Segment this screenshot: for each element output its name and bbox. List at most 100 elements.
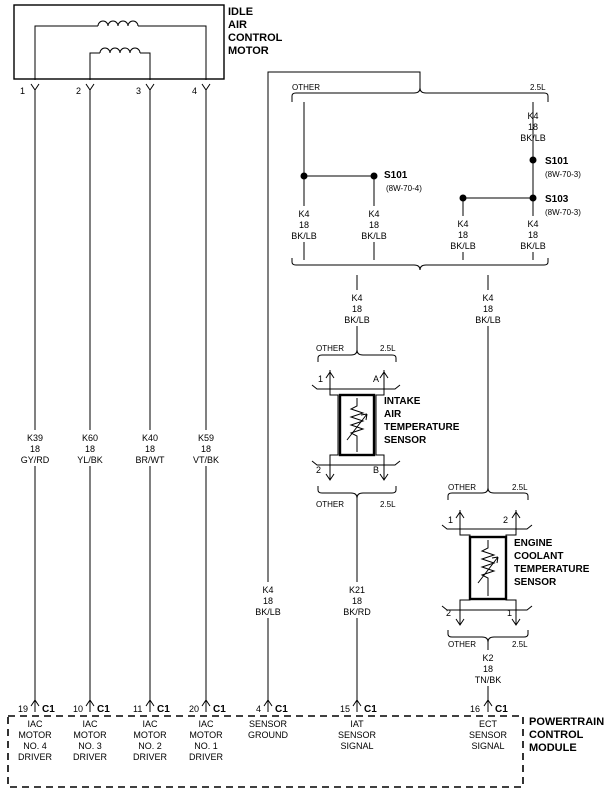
svg-text:IAC: IAC [27, 719, 43, 729]
svg-text:OTHER: OTHER [448, 640, 476, 649]
svg-text:K39: K39 [27, 433, 43, 443]
svg-text:OTHER: OTHER [316, 500, 344, 509]
svg-text:OTHER: OTHER [292, 83, 320, 92]
splice-s101-right: S101 (8W-70-3) [529, 156, 581, 179]
svg-text:S103: S103 [545, 194, 569, 205]
svg-text:A: A [373, 374, 379, 384]
svg-text:TEMPERATURE: TEMPERATURE [384, 422, 460, 433]
svg-text:(8W-70-4): (8W-70-4) [386, 184, 422, 193]
svg-text:18: 18 [201, 444, 211, 454]
svg-text:18: 18 [483, 304, 493, 314]
svg-text:K4: K4 [351, 293, 362, 303]
svg-text:3: 3 [136, 86, 141, 96]
iac-pin-2: 2 [76, 83, 95, 700]
pcm-pin-10: 10 C1 IAC MOTOR NO. 3 DRIVER [73, 699, 110, 762]
svg-text:C1: C1 [364, 704, 377, 715]
iac-pin-4: 4 [192, 83, 211, 700]
svg-text:COOLANT: COOLANT [514, 551, 563, 562]
svg-text:SENSOR: SENSOR [469, 730, 508, 740]
svg-text:18: 18 [458, 230, 468, 240]
svg-text:YL/BK: YL/BK [77, 455, 103, 465]
svg-text:NO. 3: NO. 3 [78, 741, 102, 751]
pcm-pin-19: 19 C1 IAC MOTOR NO. 4 DRIVER [18, 699, 55, 762]
svg-text:4: 4 [192, 86, 197, 96]
svg-text:ECT: ECT [479, 719, 498, 729]
k4-branch-labels: K4 18 BK/LB K4 18 BK/LB K4 18 BK/LB K4 1… [290, 206, 547, 252]
svg-text:SENSOR: SENSOR [514, 577, 557, 588]
svg-text:2.5L: 2.5L [530, 83, 546, 92]
svg-text:S101: S101 [545, 156, 569, 167]
iac-pin-1: 1 [20, 83, 40, 700]
svg-text:VT/BK: VT/BK [193, 455, 219, 465]
svg-text:K60: K60 [82, 433, 98, 443]
merge-bracket [291, 258, 549, 271]
wire-label-k39: K39 18 GY/RD [21, 430, 50, 466]
top-wire-circuit: K4 [527, 111, 538, 121]
svg-text:DRIVER: DRIVER [133, 752, 168, 762]
svg-text:1: 1 [448, 515, 453, 525]
svg-text:C1: C1 [97, 704, 110, 715]
svg-text:K40: K40 [142, 433, 158, 443]
svg-text:K21: K21 [349, 585, 365, 595]
top-wire-color: BK/LB [520, 133, 546, 143]
svg-text:BK/LB: BK/LB [520, 241, 546, 251]
svg-text:K59: K59 [198, 433, 214, 443]
svg-text:MOTOR: MOTOR [18, 730, 52, 740]
svg-text:GY/RD: GY/RD [21, 455, 50, 465]
svg-text:TEMPERATURE: TEMPERATURE [514, 564, 590, 575]
svg-text:16: 16 [470, 704, 480, 714]
svg-text:20: 20 [189, 704, 199, 714]
pcm-pin-16: 16 C1 ECT SENSOR SIGNAL [469, 699, 508, 751]
svg-text:2: 2 [76, 86, 81, 96]
svg-text:BK/LB: BK/LB [344, 315, 370, 325]
svg-text:18: 18 [263, 596, 273, 606]
ect-signal-wire: K2 18 TN/BK [474, 642, 502, 700]
svg-text:(8W-70-3): (8W-70-3) [545, 208, 581, 217]
svg-text:SENSOR: SENSOR [384, 435, 427, 446]
svg-text:INTAKE: INTAKE [384, 396, 421, 407]
svg-text:K4: K4 [482, 293, 493, 303]
svg-text:BK/LB: BK/LB [450, 241, 476, 251]
svg-text:18: 18 [299, 220, 309, 230]
svg-text:2: 2 [446, 608, 451, 618]
mid-wire-ect: K4 18 BK/LB [474, 275, 502, 488]
svg-text:AIR: AIR [384, 409, 402, 420]
svg-text:S101: S101 [384, 170, 408, 181]
svg-text:K4: K4 [527, 219, 538, 229]
svg-text:DRIVER: DRIVER [73, 752, 108, 762]
svg-text:18: 18 [85, 444, 95, 454]
svg-text:18: 18 [352, 596, 362, 606]
pcm-title-line-1: POWERTRAIN [529, 716, 604, 728]
svg-text:K4: K4 [262, 585, 273, 595]
pcm-pin-4: 4 C1 SENSOR GROUND [248, 699, 288, 740]
svg-text:15: 15 [340, 704, 350, 714]
svg-text:K2: K2 [482, 653, 493, 663]
svg-text:SIGNAL: SIGNAL [340, 741, 373, 751]
svg-text:2.5L: 2.5L [380, 344, 396, 353]
svg-text:SENSOR: SENSOR [249, 719, 288, 729]
splice-s101-left: S101 (8W-70-4) [300, 170, 422, 260]
svg-text:DRIVER: DRIVER [18, 752, 53, 762]
svg-text:18: 18 [483, 664, 493, 674]
svg-text:18: 18 [369, 220, 379, 230]
top-option-bracket: OTHER 2.5L K4 18 BK/LB [291, 83, 549, 260]
svg-text:11: 11 [133, 704, 142, 714]
idle-air-control-motor: IDLE AIR CONTROL MOTOR [13, 4, 283, 80]
pcm-pin-20: 20 C1 IAC MOTOR NO. 1 DRIVER [189, 699, 226, 762]
svg-text:1: 1 [20, 86, 25, 96]
svg-text:DRIVER: DRIVER [189, 752, 224, 762]
svg-text:K4: K4 [368, 209, 379, 219]
iat-sensor: OTHER 2.5L 1 A INTAKE AIR TEMPERATURE SE… [311, 344, 460, 509]
svg-text:C1: C1 [275, 704, 288, 715]
svg-text:NO. 1: NO. 1 [194, 741, 218, 751]
svg-text:1: 1 [507, 608, 512, 618]
svg-text:GROUND: GROUND [248, 730, 288, 740]
svg-text:1: 1 [318, 374, 323, 384]
pcm-title-line-2: CONTROL [529, 729, 584, 741]
svg-text:18: 18 [352, 304, 362, 314]
svg-text:2.5L: 2.5L [512, 483, 528, 492]
svg-text:TN/BK: TN/BK [475, 675, 502, 685]
svg-text:BK/RD: BK/RD [343, 607, 371, 617]
iac-title-line-2: AIR [228, 19, 247, 31]
